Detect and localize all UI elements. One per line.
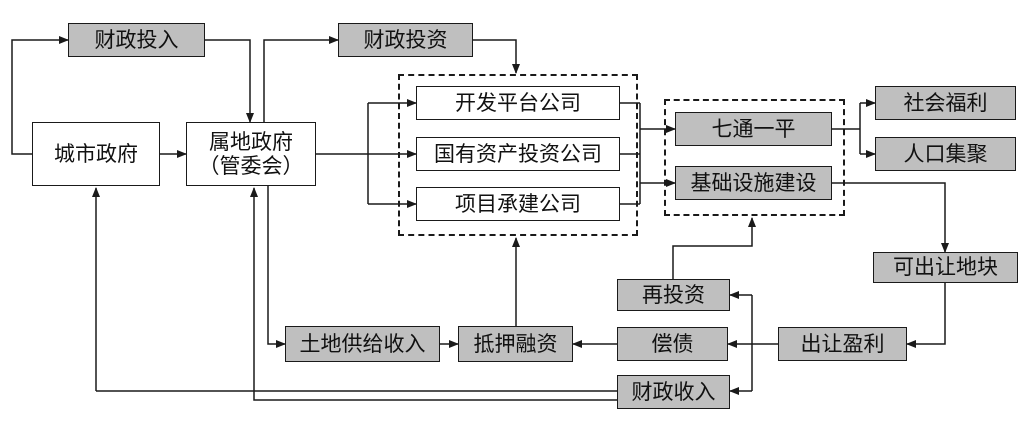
fiscal-revenue-label: 财政收入 [631,379,716,404]
fiscal-input-label: 财政投入 [94,27,179,52]
edge-reinvest-to-group [672,217,756,279]
fiscal-investment-node: 财政投资 [338,23,473,57]
city-government-label: 城市政府 [54,141,138,166]
social-welfare-label: 社会福利 [903,90,988,115]
edge-fiscal-invest-to-group [473,39,520,74]
reinvest-node: 再投资 [617,279,730,311]
edge-city-to-fiscal-input [11,36,69,155]
fiscal-revenue-node: 财政收入 [617,375,730,409]
edge-local-to-land-income [267,186,286,348]
transfer-profit-label: 出让盈利 [800,331,885,356]
state-asset-label: 国有资产投资公司 [434,141,602,166]
mortgage-financing-node: 抵押融资 [458,326,573,362]
edge-local-to-fiscal-invest [263,36,339,122]
local-government-label: 属地政府 [209,129,293,154]
state-asset-node: 国有资产投资公司 [416,137,620,171]
land-supply-income-label: 土地供给收入 [299,331,426,356]
transfer-profit-node: 出让盈利 [778,327,907,361]
construction-dashed-group [664,99,845,216]
fiscal-input-node: 财政投入 [68,23,205,57]
fiscal-investment-label: 财政投资 [363,27,448,52]
qitong-yiping-label: 七通一平 [711,116,796,141]
local-government-node: 属地政府 （管委会） [186,122,316,186]
project-builder-node: 项目承建公司 [416,187,620,221]
companies-dashed-group [398,74,638,236]
population-label: 人口集聚 [903,141,988,166]
reinvest-label: 再投资 [642,282,705,307]
transferable-land-node: 可出让地块 [873,252,1018,283]
edge-fiscal-input-to-local [205,39,254,123]
mortgage-financing-label: 抵押融资 [473,331,558,356]
infrastructure-label: 基础设施建设 [690,170,817,195]
qitong-yiping-node: 七通一平 [675,112,832,146]
infrastructure-node: 基础设施建设 [675,166,832,200]
edge-revenue-to-local [250,187,617,401]
dev-platform-label: 开发平台公司 [455,90,581,115]
edge-land-to-profit [906,283,946,348]
population-node: 人口集聚 [875,137,1016,171]
debt-repayment-node: 偿债 [617,327,728,361]
social-welfare-node: 社会福利 [875,86,1016,120]
dev-platform-node: 开发平台公司 [416,86,620,120]
city-government-node: 城市政府 [32,122,160,186]
transferable-land-label: 可出让地块 [893,255,998,280]
debt-repayment-label: 偿债 [651,331,694,356]
edge-infra-to-land [832,182,949,253]
project-builder-label: 项目承建公司 [455,191,581,216]
management-committee-label: （管委会） [198,154,304,178]
land-supply-income-node: 土地供给收入 [285,326,440,362]
